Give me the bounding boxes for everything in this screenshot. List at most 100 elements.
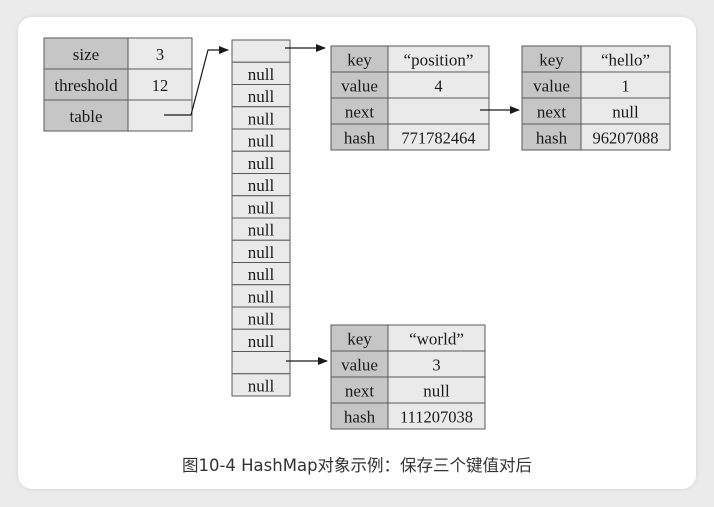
entry-world-label-text: next bbox=[345, 382, 375, 401]
entry-position-label-cell bbox=[330, 71, 389, 99]
entry-position-value-cell bbox=[387, 97, 490, 125]
bucket-slot: null bbox=[231, 217, 291, 241]
entry-world-value-cell bbox=[387, 402, 486, 430]
entry-hello-value-cell bbox=[580, 71, 671, 99]
entry-world-value-text: 3 bbox=[432, 356, 440, 375]
bucket-null-text: null bbox=[248, 332, 275, 351]
bucket-null-text: null bbox=[248, 198, 275, 217]
hashmap-label-cell bbox=[43, 68, 129, 101]
entry-world-label-cell bbox=[330, 350, 389, 378]
figure-caption: 图10-4 HashMap对象示例：保存三个键值对后 bbox=[181, 456, 533, 475]
bucket-null-text: null bbox=[248, 287, 275, 306]
entry-hello-value-text: 1 bbox=[621, 77, 629, 96]
entry-hello-label-text: value bbox=[533, 77, 570, 96]
entry-world-value-cell bbox=[387, 350, 486, 378]
bucket-slot: null bbox=[231, 373, 291, 397]
entry-hello-label-text: key bbox=[539, 51, 564, 70]
hashmap-row-threshold: threshold 12 bbox=[43, 68, 193, 101]
entry-world-row-key: key “world” bbox=[330, 324, 486, 352]
bucket-slot: null bbox=[231, 328, 291, 352]
entry-hello-label-text: hash bbox=[536, 129, 568, 148]
entry-hello-value-cell bbox=[580, 97, 671, 125]
entry-hello-row-next: next null bbox=[521, 97, 671, 125]
bucket-null-text: null bbox=[248, 176, 275, 195]
entry-hello-value-text: null bbox=[612, 103, 639, 122]
entry-world-value-cell bbox=[387, 376, 486, 404]
entry-world-row-next: next null bbox=[330, 376, 486, 404]
bucket-slot: null bbox=[231, 61, 291, 85]
entry-position-value-cell bbox=[387, 71, 490, 99]
entry-world-row-hash: hash 111207038 bbox=[330, 402, 486, 430]
bucket-cell bbox=[231, 351, 291, 375]
bucket-cell bbox=[231, 39, 291, 63]
bucket-null-text: null bbox=[248, 65, 275, 84]
hashmap-value-cell bbox=[127, 37, 193, 70]
bucket-slot: null bbox=[231, 150, 291, 174]
entry-position-row-value: value 4 bbox=[330, 71, 490, 99]
entry-world-value-text: 111207038 bbox=[400, 408, 473, 427]
hashmap-label-text: table bbox=[69, 107, 102, 126]
entry-position-row-key: key “position” bbox=[330, 45, 490, 73]
entry-position-value-text: 4 bbox=[434, 77, 442, 96]
bucket-null-text: null bbox=[248, 376, 275, 395]
bucket-slot: null bbox=[231, 173, 291, 197]
entry-position-box: key “position” value 4 next hash 771782464 bbox=[330, 45, 490, 151]
hashmap-row-table: table bbox=[43, 99, 193, 132]
entry-world-label-text: key bbox=[347, 330, 372, 349]
entry-position-label-text: value bbox=[341, 77, 378, 96]
bucket-slot bbox=[231, 39, 291, 63]
bucket-null-text: null bbox=[248, 310, 275, 329]
bucket-slot: null bbox=[231, 84, 291, 108]
bucket-slot: null bbox=[231, 262, 291, 286]
entry-hello-row-value: value 1 bbox=[521, 71, 671, 99]
bucket-slot: null bbox=[231, 128, 291, 152]
entry-position-label-text: next bbox=[345, 103, 375, 122]
hashmap-row-size: size 3 bbox=[43, 37, 193, 70]
entry-world-label-cell bbox=[330, 402, 389, 430]
entry-position-value-cell bbox=[387, 123, 490, 151]
bucket-slot: null bbox=[231, 195, 291, 219]
entry-hello-value-cell bbox=[580, 45, 671, 73]
bucket-slot: null bbox=[231, 106, 291, 130]
entry-position-value-text: 771782464 bbox=[401, 129, 475, 148]
entry-position-label-cell bbox=[330, 123, 389, 151]
entry-position-label-text: key bbox=[347, 51, 372, 70]
entry-hello-label-text: next bbox=[537, 103, 567, 122]
bucket-null-text: null bbox=[248, 243, 275, 262]
hashmap-label-cell bbox=[43, 37, 129, 70]
hashmap-value-text: 12 bbox=[152, 76, 169, 95]
entry-hello-value-text: “hello” bbox=[601, 51, 650, 70]
entry-world-value-text: null bbox=[423, 382, 450, 401]
hashmap-object-box: size 3 threshold 12 table bbox=[43, 37, 193, 132]
entry-hello-row-key: key “hello” bbox=[521, 45, 671, 73]
bucket-null-text: null bbox=[248, 221, 275, 240]
entry-world-label-text: hash bbox=[344, 408, 376, 427]
bucket-null-text: null bbox=[248, 109, 275, 128]
pointer-arrows bbox=[164, 44, 520, 365]
bucket-slot: null bbox=[231, 239, 291, 263]
entry-position-value-cell bbox=[387, 45, 490, 73]
hashmap-label-cell bbox=[43, 99, 129, 132]
entry-hello-value-cell bbox=[580, 123, 671, 151]
bucket-slot bbox=[231, 351, 291, 375]
entry-world-value-text: “world” bbox=[409, 330, 464, 349]
entry-hello-label-cell bbox=[521, 71, 582, 99]
entry-position-label-text: hash bbox=[344, 129, 376, 148]
hashmap-label-text: threshold bbox=[54, 76, 118, 95]
entry-hello-label-cell bbox=[521, 45, 582, 73]
entry-hello-label-cell bbox=[521, 97, 582, 125]
bucket-table: nullnullnullnullnullnullnullnullnullnull… bbox=[231, 39, 291, 397]
hashmap-label-text: size bbox=[73, 45, 99, 64]
hashmap-value-text: 3 bbox=[156, 45, 164, 64]
bucket-null-text: null bbox=[248, 87, 275, 106]
bucket-null-text: null bbox=[248, 154, 275, 173]
bucket-slot: null bbox=[231, 306, 291, 330]
entry-position-value-text: “position” bbox=[404, 51, 474, 70]
entry-position-row-next: next bbox=[330, 97, 490, 125]
bucket-cell bbox=[231, 373, 291, 397]
